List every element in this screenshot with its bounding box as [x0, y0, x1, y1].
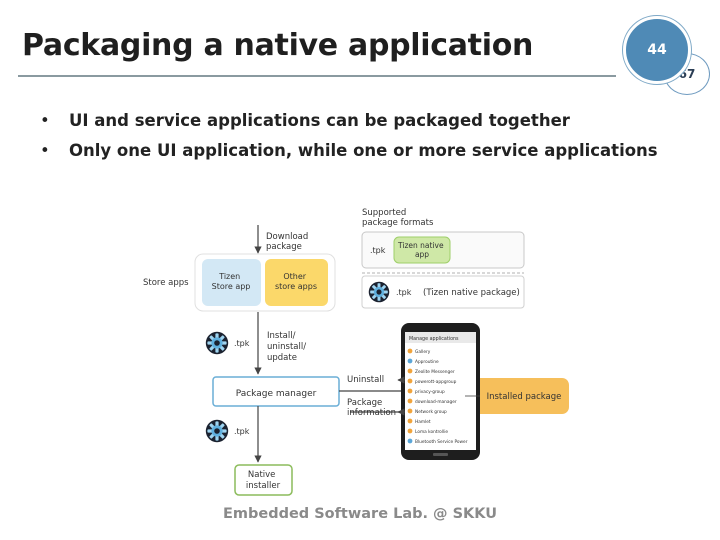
bullet-item: UI and service applications can be packa…	[40, 111, 658, 141]
other-store-apps-box[interactable]	[265, 259, 328, 306]
svg-text:Loma kontrollie: Loma kontrollie	[415, 429, 448, 435]
tizen-store-app-label: Tizen Store app	[212, 272, 251, 291]
bullet-list: UI and service applications can be packa…	[40, 111, 658, 171]
tizen-native-app-label: Tizen native app	[397, 241, 446, 259]
slide-number-badge: 44	[623, 16, 691, 84]
svg-text:Network group: Network group	[415, 409, 447, 415]
svg-text:download-manager: download-manager	[415, 399, 457, 405]
phone-app-list: Gallery Approutine Zeolite Messenger pow…	[407, 348, 468, 445]
svg-text:powerott-appgroup: powerott-appgroup	[415, 379, 457, 385]
title-underline	[18, 75, 616, 77]
svg-text:Gallery: Gallery	[415, 349, 431, 355]
package-manager-label: Package manager	[236, 389, 317, 399]
tpk-ext-label-2: .tpk	[396, 288, 412, 297]
package-information-label: Package information	[347, 398, 396, 418]
supported-formats-label: Supported package formats	[362, 208, 434, 228]
installed-package-box[interactable]	[465, 378, 569, 414]
installed-package-label: Installed package	[487, 392, 562, 402]
phone-header: Manage applications	[409, 336, 459, 342]
svg-text:Approutine: Approutine	[415, 359, 439, 365]
svg-text:Zeolite Messenger: Zeolite Messenger	[415, 369, 455, 375]
tizen-native-package-label: (Tizen native package)	[423, 288, 520, 298]
slide-title: Packaging a native application	[22, 28, 534, 63]
other-store-apps-label: Other store apps	[275, 272, 317, 291]
bullet-item: Only one UI application, while one or mo…	[40, 141, 658, 171]
native-installer-box[interactable]	[234, 464, 293, 496]
tizen-gear-icon	[205, 331, 229, 355]
tizen-gear-icon	[205, 419, 229, 443]
svg-text:Hamlet: Hamlet	[415, 419, 431, 425]
tizen-native-app-box[interactable]	[393, 236, 451, 264]
svg-text:privacy-group: privacy-group	[415, 389, 445, 395]
phone-device: Manage applications Gallery Approutine Z…	[401, 323, 480, 460]
tizen-native-package-box	[361, 275, 525, 309]
uninstall-label: Uninstall	[347, 375, 384, 385]
footer-text: Embedded Software Lab. @ SKKU	[222, 506, 498, 522]
svg-text:Bluetooth Service Power: Bluetooth Service Power	[415, 439, 468, 445]
tizen-store-app-box[interactable]	[202, 259, 261, 306]
native-installer-label: Native installer	[246, 470, 281, 491]
tpk-ext-label-3: .tpk	[234, 339, 250, 348]
store-apps-label: Store apps	[143, 278, 189, 288]
download-package-label: Download package	[266, 232, 311, 252]
install-uninstall-update-label: Install/ uninstall/ update	[267, 331, 309, 363]
tpk-ext-label: .tpk	[370, 246, 386, 255]
tizen-gear-icon	[368, 281, 390, 303]
tpk-ext-label-4: .tpk	[234, 427, 250, 436]
